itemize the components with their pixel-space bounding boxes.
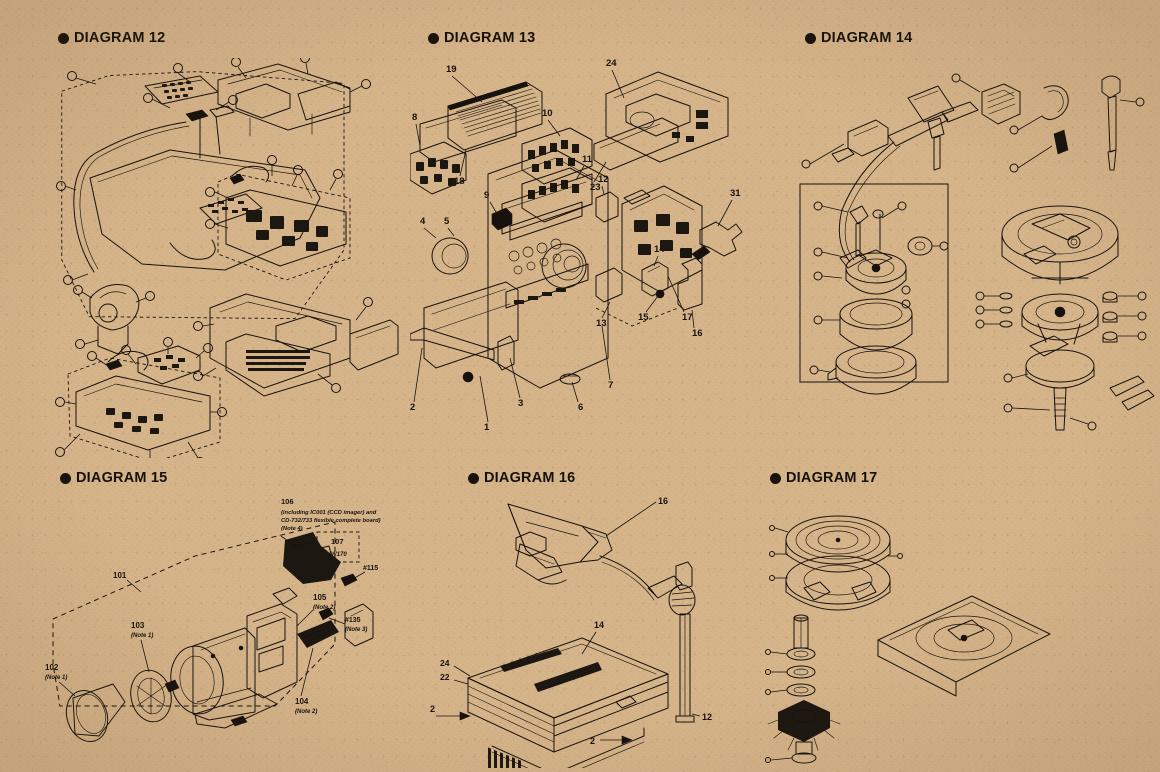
diagram-17-artwork: [760, 488, 1160, 768]
callout-14: 14: [654, 244, 665, 255]
callout-15: 15: [638, 312, 649, 323]
callout-2: 2: [410, 402, 415, 413]
callout-10: 10: [542, 108, 553, 119]
bullet-icon: [468, 472, 479, 484]
panel-diagram-17: DIAGRAM 17: [760, 460, 1160, 772]
callout-22: 22: [440, 672, 450, 682]
callout-14: 14: [594, 620, 604, 630]
diagram-17-title: DIAGRAM 17: [786, 470, 878, 486]
callout-24: 24: [440, 658, 450, 668]
panel-diagram-13: DIAGRAM 13 19 18 8: [400, 0, 780, 460]
diagram-13-header: DIAGRAM 13: [428, 30, 535, 46]
callout-31: 31: [730, 188, 741, 199]
callout-2-right: 2: [590, 736, 595, 746]
note-106-line1: (including IC001 (CCD imager) and: [281, 510, 377, 516]
callout-5: 5: [444, 216, 450, 227]
callout-135-note: (Note 3): [345, 627, 367, 633]
callout-3: 3: [518, 398, 523, 409]
callout-135: #135: [345, 617, 361, 624]
diagram-15-title: DIAGRAM 15: [76, 470, 168, 486]
diagram-14-header: DIAGRAM 14: [805, 30, 912, 46]
panel-diagram-12: DIAGRAM 12: [0, 0, 400, 460]
bullet-icon: [58, 32, 69, 44]
diagram-12-header: DIAGRAM 12: [58, 30, 165, 46]
panel-diagram-14: DIAGRAM 14: [780, 0, 1160, 460]
callout-8: 8: [412, 112, 417, 123]
callout-102: 102: [45, 663, 59, 672]
callout-103: 103: [131, 621, 145, 630]
diagram-14-artwork: [792, 58, 1160, 448]
callout-24: 24: [606, 58, 617, 69]
callout-105: 105: [313, 593, 327, 602]
note-106-ref: 106: [281, 497, 294, 506]
diagram-17-header: DIAGRAM 17: [770, 470, 877, 486]
callout-101: 101: [113, 571, 127, 580]
callout-18: 18: [454, 176, 465, 187]
diagram-15-header: DIAGRAM 15: [60, 470, 167, 486]
diagram-13-title: DIAGRAM 13: [444, 30, 536, 46]
panel-diagram-16: DIAGRAM 16 16 12: [420, 460, 760, 772]
diagram-12-artwork: [50, 58, 400, 458]
callout-7: 7: [608, 380, 613, 391]
diagram-16-artwork: 16 12 14: [430, 488, 750, 768]
diagram-15-artwork: 106 (including IC001 (CCD imager) and CD…: [45, 488, 420, 770]
callout-9: 9: [484, 190, 489, 201]
diagram-13-artwork: 19 18 8 10: [410, 58, 780, 448]
callout-17: 17: [682, 312, 693, 323]
callout-12: 12: [702, 712, 712, 722]
callout-11: 11: [582, 154, 593, 165]
callout-4: 4: [420, 216, 426, 227]
diagram-12-title: DIAGRAM 12: [74, 30, 166, 46]
bullet-icon: [60, 472, 71, 484]
note-106-line2: CD-732/733 flexible complete board): [281, 518, 381, 524]
callout-104-note: (Note 2): [295, 709, 317, 715]
callout-105-note: (Note 2): [313, 605, 335, 611]
bullet-icon: [805, 32, 816, 44]
callout-16: 16: [658, 496, 668, 506]
callout-23: 23: [590, 182, 601, 193]
callout-104: 104: [295, 697, 309, 706]
callout-16: 16: [692, 328, 703, 339]
callout-103-note: (Note 1): [131, 633, 153, 639]
callout-102-note: (Note 1): [45, 675, 67, 681]
diagram-14-title: DIAGRAM 14: [821, 30, 913, 46]
callout-13: 13: [596, 318, 607, 329]
callout-6: 6: [578, 402, 583, 413]
label-115: #115: [363, 565, 378, 572]
note-106-line3: (Note 4): [281, 526, 303, 532]
label-107: 107: [331, 537, 344, 546]
callout-2-left: 2: [430, 704, 435, 714]
panel-diagram-15: DIAGRAM 15 106 (including IC001 (CCD ima…: [0, 460, 420, 772]
bullet-icon: [428, 32, 439, 44]
callout-12: 12: [598, 174, 609, 185]
diagram-16-title: DIAGRAM 16: [484, 470, 576, 486]
callout-19: 19: [446, 64, 457, 75]
callout-1: 1: [484, 422, 490, 433]
label-107-code: W170: [331, 552, 347, 558]
diagram-16-header: DIAGRAM 16: [468, 470, 575, 486]
bullet-icon: [770, 472, 781, 484]
